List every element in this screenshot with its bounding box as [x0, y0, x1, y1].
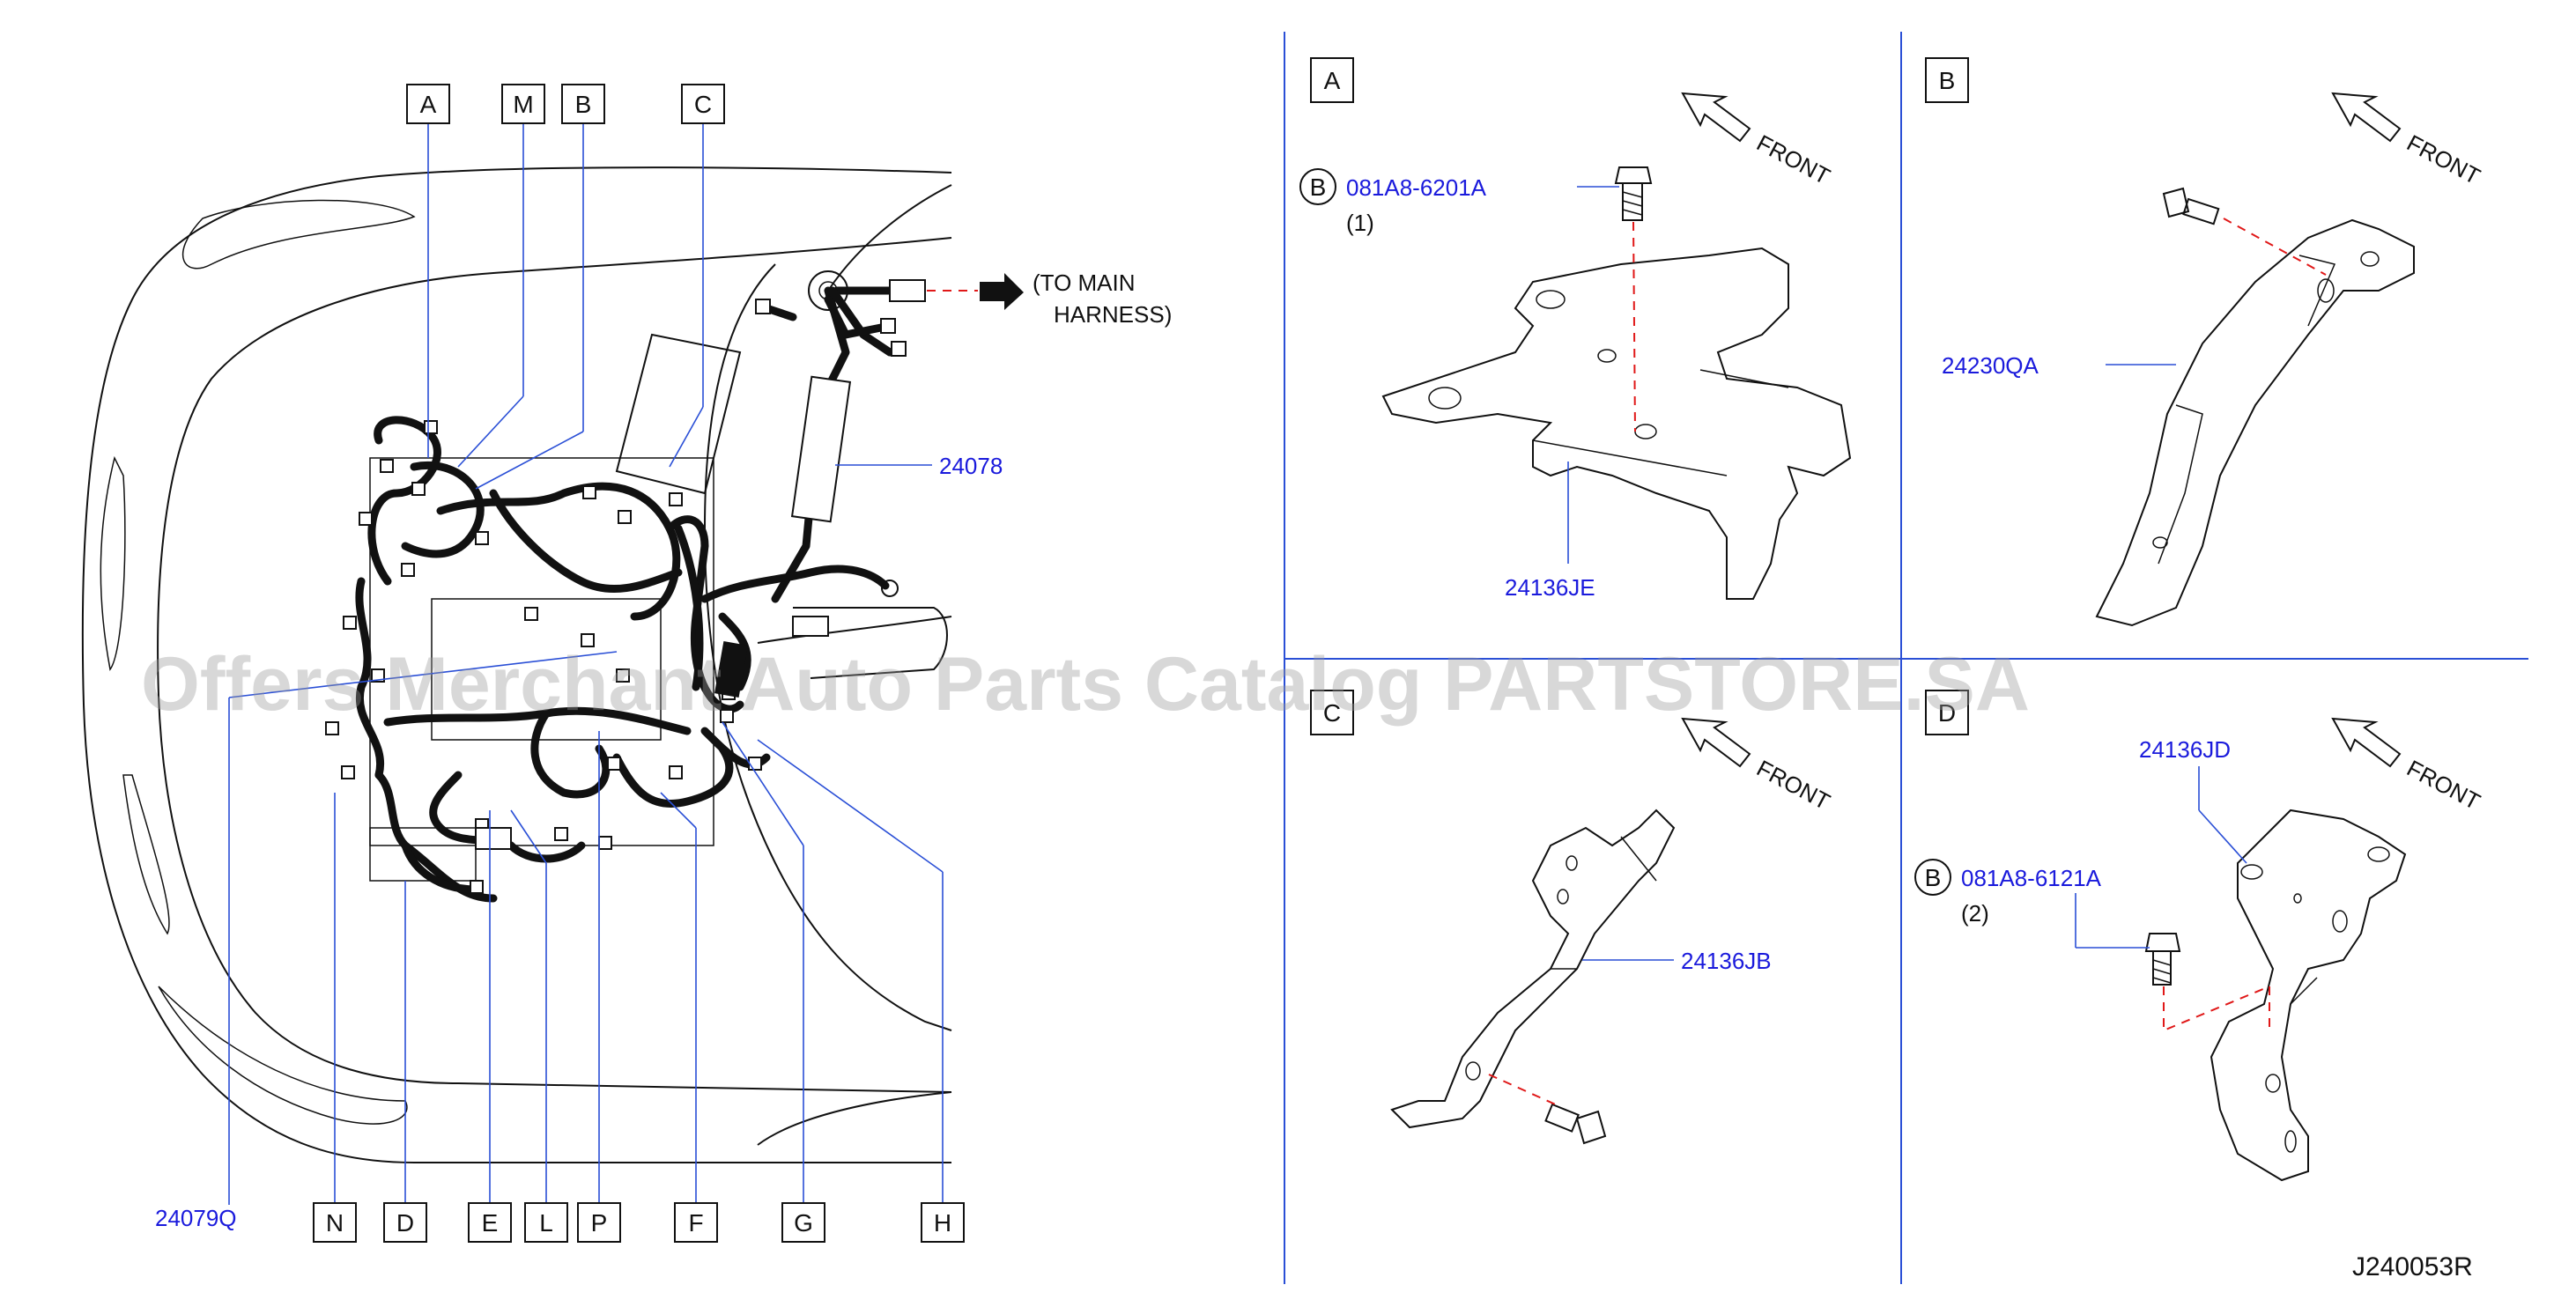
bracket-outline [793, 607, 948, 679]
body-outline-outer [81, 166, 952, 1163]
detail-D-bolt-qty: (2) [1961, 900, 1989, 927]
top-callouts: A M B C [406, 84, 725, 124]
bottom-callouts: N D E L P F G H [313, 1202, 965, 1243]
callout-F-label: F [688, 1209, 703, 1237]
callout-L-label: L [539, 1209, 553, 1237]
front-arrow-icon [1681, 92, 1751, 143]
callout-A-top: A [406, 84, 450, 124]
main-leaders [228, 122, 944, 1205]
part-number-24136JD[interactable]: 24136JD [2139, 736, 2231, 763]
fender-slot-4 [158, 986, 408, 1125]
callout-G-label: G [794, 1209, 813, 1237]
detail-D-bolt-part[interactable]: 081A8-6121A [1961, 865, 2102, 891]
callout-P-label: P [591, 1209, 608, 1237]
detail-D-label: D [1938, 699, 1956, 727]
callout-C-top-label: C [694, 91, 712, 118]
bracket-24230QA [2095, 218, 2415, 627]
cable-sleeve [790, 375, 852, 523]
callout-N-label: N [326, 1209, 344, 1237]
callout-N-bottom: N [313, 1202, 357, 1243]
callout-G-bottom: G [781, 1202, 825, 1243]
front-arrow-icon [1681, 717, 1751, 768]
strut-top [827, 184, 952, 292]
panel-dividers [1284, 32, 2528, 1284]
detail-A-front: FRONT [1752, 129, 1834, 190]
watermark: Offers Merchant Auto Parts Catalog PARTS… [141, 642, 2030, 727]
detail-A: A FRONT B 081A8-6201A (1) 24136JE [1299, 57, 1852, 601]
callout-H-label: H [934, 1209, 951, 1237]
to-main-harness-line2: HARNESS) [1054, 301, 1172, 328]
bolt-icon [2144, 933, 2181, 986]
detail-C: C FRONT 24136JB [1310, 690, 1834, 1145]
detail-D-front: FRONT [2402, 755, 2484, 816]
callout-D-bottom: D [383, 1202, 427, 1243]
callout-B-top-label: B [575, 91, 592, 118]
part-number-24078[interactable]: 24078 [939, 453, 1003, 479]
detail-A-label: A [1324, 67, 1341, 94]
callout-A-top-label: A [420, 91, 437, 118]
detail-B-front: FRONT [2402, 129, 2484, 190]
to-main-harness-line1: (TO MAIN [1033, 270, 1136, 296]
detail-C-front: FRONT [1752, 755, 1834, 816]
drawing-code: J240053R [2352, 1252, 2473, 1281]
front-arrow-icon [2331, 92, 2402, 143]
bracket-24136JB [1390, 809, 1676, 1129]
bolt-icon [1544, 1103, 1607, 1145]
part-number-24230QA[interactable]: 24230QA [1942, 352, 2039, 379]
connector-main [889, 279, 926, 302]
callout-L-bottom: L [524, 1202, 568, 1243]
engine-bay-view [81, 122, 1024, 1205]
bracket-24136JD [2210, 809, 2407, 1182]
detail-D-bolt-ref: B [1925, 864, 1942, 891]
fender-slot-1 [181, 199, 416, 270]
callout-M-top-label: M [513, 91, 533, 118]
bracket-24136JE [1381, 247, 1852, 600]
callout-E-label: E [482, 1209, 499, 1237]
bolt-icon [1614, 166, 1653, 221]
body-outline-inner [157, 237, 952, 1093]
part-number-24136JB[interactable]: 24136JB [1681, 948, 1772, 974]
liner-rib [757, 616, 952, 644]
relay-plate [615, 333, 742, 495]
detail-C-label: C [1323, 699, 1341, 727]
bolt-icon [2162, 187, 2220, 225]
harness-bundle [355, 416, 890, 903]
callout-F-bottom: F [674, 1202, 718, 1243]
fender-slot-3 [122, 774, 170, 935]
fender-slot-2 [100, 455, 126, 671]
front-arrow-icon [2331, 717, 2402, 768]
callout-D-label: D [396, 1209, 414, 1237]
detail-D: D FRONT B 081A8-6121A (2) 24136JD [1914, 690, 2484, 1182]
callout-P-bottom: P [577, 1202, 621, 1243]
engine-lower [369, 827, 477, 882]
callout-B-top: B [561, 84, 605, 124]
callout-C-top: C [681, 84, 725, 124]
callout-E-bottom: E [468, 1202, 512, 1243]
arrow-to-main [980, 273, 1024, 310]
strut-bottom [757, 1091, 952, 1146]
detail-B: B FRONT 24230QA [1925, 57, 2484, 627]
engine-cover [431, 598, 662, 741]
part-number-24136JE[interactable]: 24136JE [1505, 574, 1595, 601]
detail-B-label: B [1939, 67, 1956, 94]
callout-M-top: M [501, 84, 545, 124]
detail-A-bolt-qty: (1) [1346, 210, 1374, 236]
detail-A-bolt-ref: B [1310, 174, 1327, 201]
detail-A-bolt-part[interactable]: 081A8-6201A [1346, 174, 1487, 201]
callout-H-bottom: H [921, 1202, 965, 1243]
part-number-24079Q[interactable]: 24079Q [155, 1205, 237, 1231]
